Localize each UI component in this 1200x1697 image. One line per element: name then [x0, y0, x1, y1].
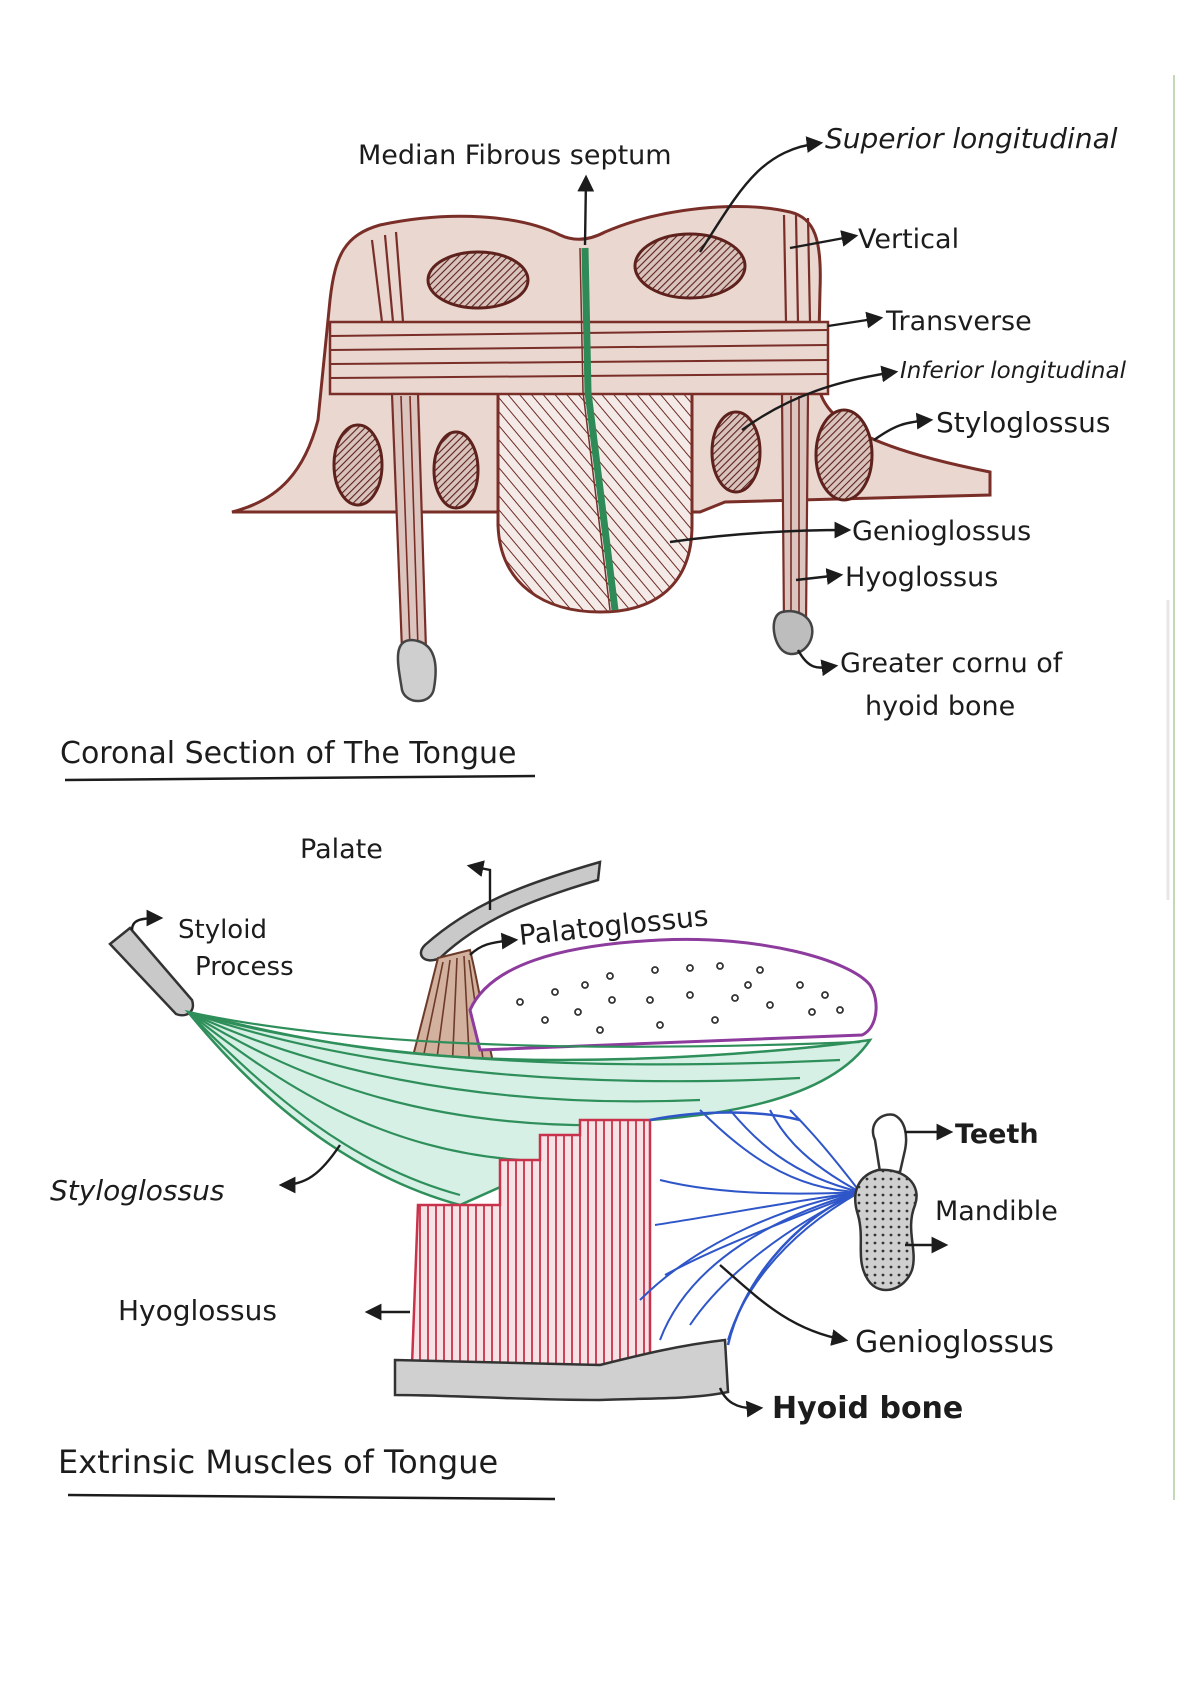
extrinsic-muscles-diagram: Palate Styloid Process Palatoglossus Tee… — [50, 834, 1058, 1501]
label-palate: Palate — [300, 834, 383, 865]
label-hyoglossus-coronal: Hyoglossus — [845, 562, 998, 593]
styloglossus-right-oval — [814, 408, 874, 502]
label-greater-cornu-line1: Greater cornu of — [840, 648, 1064, 679]
label-styloglossus-extrinsic: Styloglossus — [50, 1174, 224, 1207]
genioglossus-region — [496, 378, 694, 614]
superior-longitudinal-right — [633, 232, 747, 300]
extrinsic-title-underline — [67, 1493, 556, 1501]
inferior-longitudinal-left-oval — [432, 430, 480, 510]
label-hyoglossus-extrinsic: Hyoglossus — [118, 1294, 277, 1327]
label-median-fibrous-septum: Median Fibrous septum — [358, 140, 672, 171]
label-mandible: Mandible — [935, 1196, 1058, 1227]
transverse-fibers — [329, 329, 829, 379]
palate-shape — [419, 860, 602, 962]
hyoglossus-strip-lines — [400, 395, 800, 649]
vertical-fibers — [370, 214, 812, 323]
coronal-section-title: Coronal Section of The Tongue — [60, 736, 517, 771]
coronal-leader-lines — [577, 136, 934, 677]
dorsum-papillae — [516, 962, 844, 1034]
label-styloid-line1: Styloid — [178, 915, 267, 945]
styloglossus-fibers — [187, 1010, 861, 1197]
teeth — [871, 1113, 908, 1174]
label-genioglossus-coronal: Genioglossus — [852, 516, 1031, 547]
extrinsic-leader-lines — [130, 860, 954, 1418]
label-vertical: Vertical — [858, 224, 959, 255]
mandible — [853, 1168, 918, 1292]
hyoid-cornu-left — [396, 638, 437, 703]
label-greater-cornu-line2: hyoid bone — [865, 691, 1015, 722]
genioglossus-outline — [649, 1111, 861, 1346]
label-styloid-line2: Process — [195, 952, 294, 982]
median-septum-line — [581, 247, 619, 611]
label-superior-longitudinal: Superior longitudinal — [825, 122, 1118, 155]
superior-longitudinal-left — [426, 250, 530, 310]
label-genioglossus-extrinsic: Genioglossus — [855, 1325, 1054, 1360]
label-transverse: Transverse — [885, 306, 1032, 337]
label-teeth: Teeth — [955, 1119, 1039, 1150]
coronal-title-underline — [64, 774, 536, 782]
tongue-dorsum — [468, 937, 878, 1052]
genioglossus-fibers — [639, 1109, 861, 1341]
inferior-longitudinal-right-oval — [710, 410, 762, 494]
extrinsic-muscles-title: Extrinsic Muscles of Tongue — [58, 1443, 498, 1481]
label-hyoid-bone: Hyoid bone — [772, 1391, 963, 1426]
label-inferior-longitudinal: Inferior longitudinal — [900, 358, 1127, 384]
styloglossus-left-oval — [332, 423, 384, 507]
coronal-section-diagram: Median Fibrous septum Superior longitudi… — [60, 122, 1127, 782]
hyoid-cornu-right — [772, 609, 814, 656]
hyoid-bone — [393, 1338, 730, 1402]
label-styloglossus-coronal: Styloglossus — [936, 406, 1110, 439]
